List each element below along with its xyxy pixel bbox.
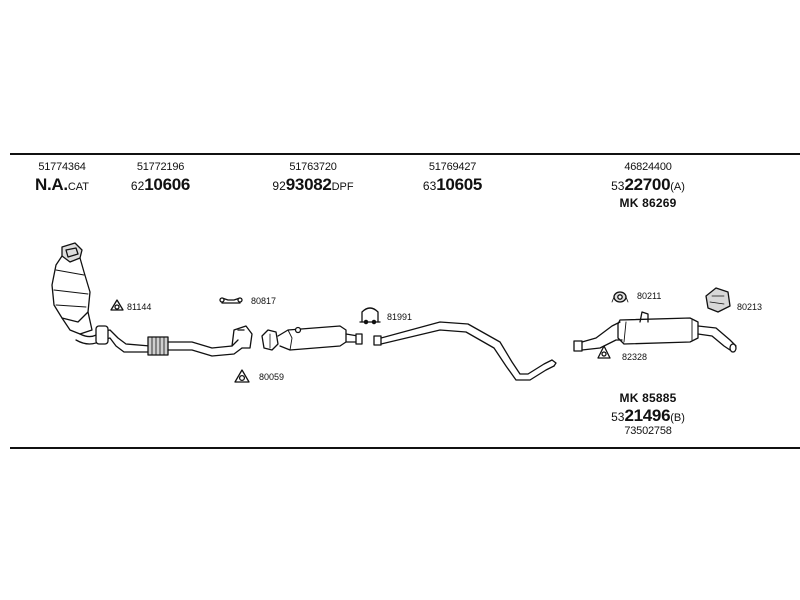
part-number: 46824400 [624, 161, 672, 173]
header-col-rear-silencer: 46824400 5322700(A) MK 86269 [598, 161, 698, 210]
front-pipe [75, 325, 253, 357]
part-number: 51769427 [428, 161, 477, 173]
label-81144: 81144 [127, 302, 152, 312]
header-col-middle-pipe: 51769427 6310605 [410, 161, 495, 195]
part-number: 51772196 [136, 161, 185, 173]
header-col-front-pipe: 51772196 6210606 [118, 161, 203, 195]
catalyst-code: N.A.CAT [35, 175, 89, 194]
mounting-kit: MK 85885 [619, 391, 677, 405]
mounting-kit: MK 86269 [619, 196, 677, 210]
middle-pipe [373, 321, 557, 381]
middle-pipe-code: 6310605 [422, 175, 483, 194]
label-81991: 81991 [387, 312, 413, 322]
gasket-80059 [234, 369, 250, 383]
label-80817: 80817 [251, 296, 277, 306]
label-80059: 80059 [259, 372, 285, 382]
dpf-code: 9293082DPF [272, 175, 354, 194]
rear-silencer-code: 5322700(A) [611, 175, 685, 194]
hanger-80211 [611, 291, 629, 303]
rear-silencer [573, 311, 737, 353]
rear-silencer-code-b: 5321496(B) [611, 406, 685, 425]
label-80211: 80211 [637, 291, 662, 301]
catalytic-converter [51, 242, 93, 335]
label-80213: 80213 [737, 302, 763, 312]
part-number: 73502758 [624, 425, 672, 437]
clamp-82328 [597, 345, 611, 359]
diesel-particulate-filter [261, 325, 363, 351]
gasket-81144 [110, 299, 124, 311]
part-number: 51763720 [289, 161, 337, 173]
part-number: 51774364 [38, 161, 86, 173]
hanger-80213 [705, 287, 731, 313]
header-col-dpf: 51763720 9293082DPF [258, 161, 368, 195]
clamp-81991 [359, 307, 381, 325]
top-divider [10, 153, 800, 155]
footer-rear-silencer: MK 85885 5321496(B) 73502758 [598, 391, 698, 437]
label-82328: 82328 [622, 352, 648, 362]
front-pipe-code: 6210606 [130, 175, 191, 194]
header-col-catalyst: 51774364 N.A.CAT [22, 161, 102, 195]
clamp-80817 [219, 297, 243, 304]
bottom-divider [10, 447, 800, 449]
